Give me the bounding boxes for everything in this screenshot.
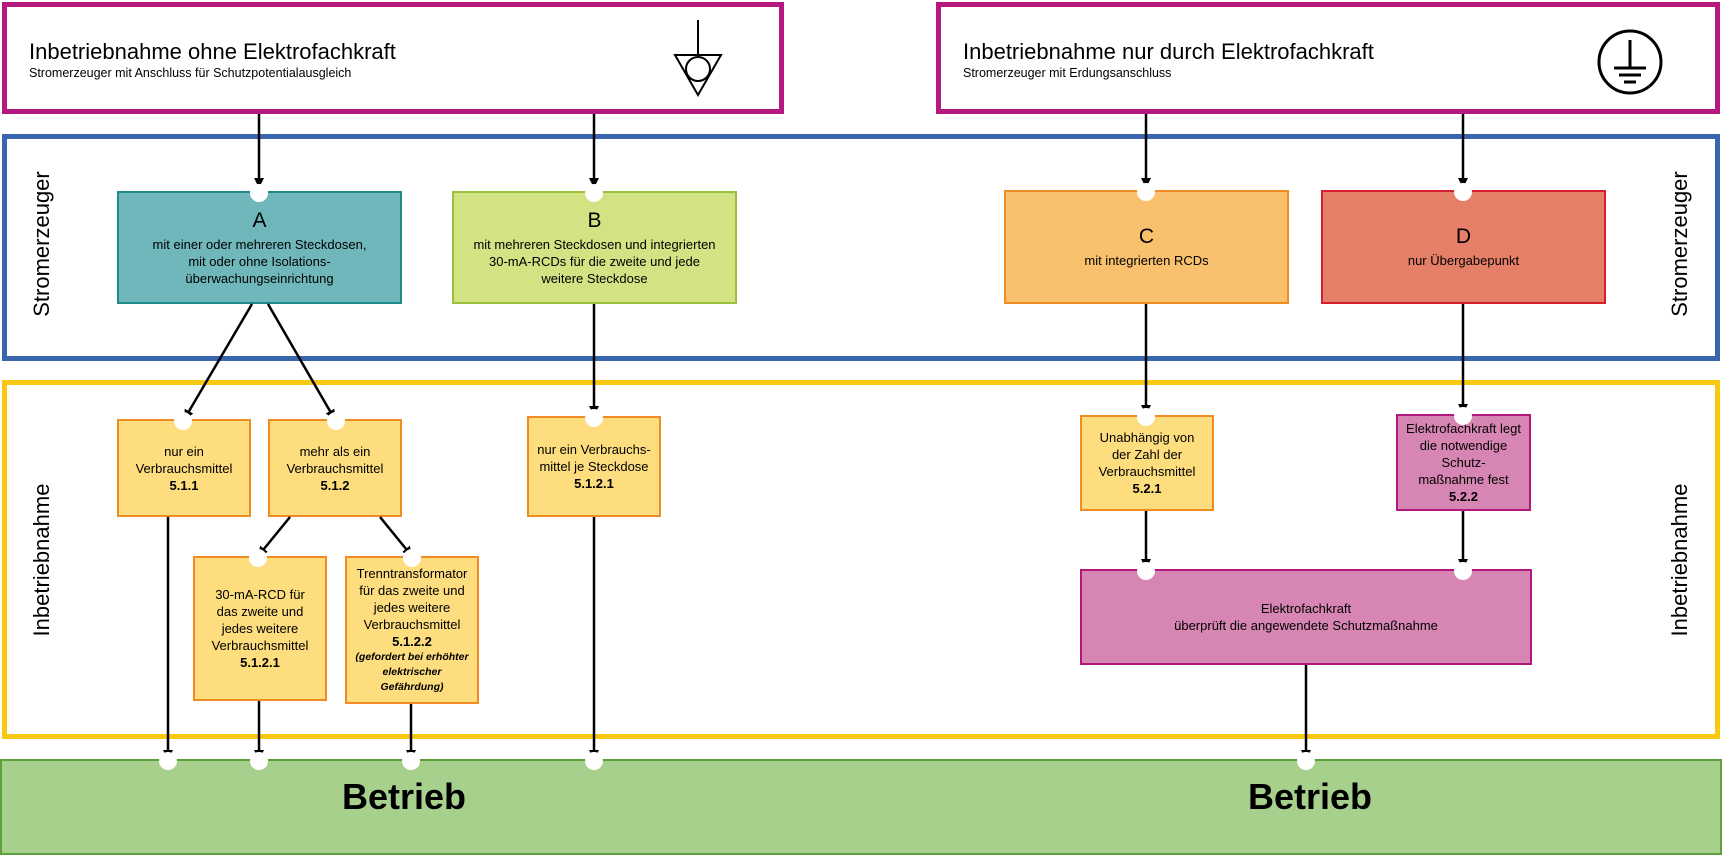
step-5-1-2-number: 5.1.2 xyxy=(320,477,350,493)
type-a-line1: mit einer oder mehreren Steckdosen, xyxy=(152,236,367,252)
arrow-a-to-5-1-2 xyxy=(266,303,336,420)
step-5-1-2-line1: mehr als ein xyxy=(299,443,371,459)
connector-dot xyxy=(1297,752,1315,770)
type-c-letter: C xyxy=(1138,225,1155,248)
transformer-line2: für das zweite und xyxy=(359,583,465,598)
connector-dot xyxy=(250,752,268,770)
type-d-line1: nur Übergabepunkt xyxy=(1407,253,1520,268)
rcd-line2: das zweite und xyxy=(216,604,304,619)
step-5-2-2-line3: maßnahme fest xyxy=(1418,472,1509,487)
type-b-line2: 30-mA-RCDs für die zweite und jede xyxy=(489,253,700,269)
step-5-1-2-1-socket: nur ein Verbrauchs- mittel je Steckdose … xyxy=(527,416,661,517)
step-5-1-2-line2: Verbrauchsmittel xyxy=(286,460,384,476)
transformer-note-line2: elektrischer Gefährdung) xyxy=(380,666,444,693)
connector-dot xyxy=(250,184,268,202)
connector-dot xyxy=(249,549,267,567)
expert-check-line2: überprüft die angewendete Schutzmaßnahme xyxy=(1174,618,1438,633)
connector-dot xyxy=(327,412,345,430)
transformer-line3: jedes weitere xyxy=(373,600,451,615)
protective-earth-icon xyxy=(1597,29,1663,95)
step-5-2-1-line3: Verbrauchsmittel xyxy=(1098,464,1196,479)
step-5-2-2: Elektrofachkraft legt die notwendige Sch… xyxy=(1396,414,1531,511)
step-5-2-2-line2: die notwendige Schutz- xyxy=(1419,438,1508,470)
socket-line1: nur ein Verbrauchs- xyxy=(537,442,651,457)
step-5-2-2-number: 5.2.2 xyxy=(1449,489,1478,504)
arrow-5-1-2-to-rcd xyxy=(257,516,291,557)
connector-dot xyxy=(1137,408,1155,426)
arrow-5-1-2-to-transformer xyxy=(379,516,413,557)
rcd-number: 5.1.2.1 xyxy=(240,655,280,670)
generator-type-d: D nur Übergabepunkt xyxy=(1321,190,1606,304)
socket-number: 5.1.2.1 xyxy=(574,476,614,491)
step-5-1-2-1-rcd: 30-mA-RCD für das zweite und jedes weite… xyxy=(193,556,327,701)
step-5-1-1-number: 5.1.1 xyxy=(169,477,199,493)
generator-type-b: B mit mehreren Steckdosen und integriert… xyxy=(452,191,737,304)
connector-dot xyxy=(174,412,192,430)
step-5-2-2-line1: Elektrofachkraft legt xyxy=(1406,421,1521,436)
step-5-2-1-line1: Unabhängig von xyxy=(1099,430,1195,445)
left-header-title: Inbetriebnahme ohne Elektrofachkraft xyxy=(29,39,396,64)
type-b-letter: B xyxy=(587,208,602,232)
type-a-line2: mit oder ohne Isolations- xyxy=(188,253,331,269)
rcd-line1: 30-mA-RCD für xyxy=(215,587,305,602)
step-5-2-1-line2: der Zahl der xyxy=(1111,447,1183,462)
step-5-1-1: nur ein Verbrauchsmittel 5.1.1 xyxy=(117,419,251,517)
connector-dot xyxy=(585,184,603,202)
connector-dot xyxy=(402,752,420,770)
connector-dot xyxy=(1454,183,1472,201)
left-header: Inbetriebnahme ohne Elektrofachkraft Str… xyxy=(2,2,784,114)
type-b-line3: weitere Steckdose xyxy=(541,270,648,286)
arrow-a-to-5-1-1 xyxy=(183,303,254,420)
connector-dot xyxy=(403,549,421,567)
type-c-line1: mit integrierten RCDs xyxy=(1084,253,1209,268)
type-d-letter: D xyxy=(1455,225,1472,248)
connector-dot xyxy=(1137,183,1155,201)
transformer-line4: Verbrauchsmittel xyxy=(363,617,461,632)
connector-dot xyxy=(159,752,177,770)
step-5-2-1-number: 5.2.1 xyxy=(1132,481,1162,496)
step-5-1-2-2-transformer: Trenntransformator für das zweite und je… xyxy=(345,556,479,704)
operation-band xyxy=(0,759,1722,855)
right-header: Inbetriebnahme nur durch Elektrofachkraf… xyxy=(936,2,1720,114)
step-5-1-1-line1: nur ein xyxy=(164,443,204,459)
expert-check-box: Elektrofachkraft überprüft die angewende… xyxy=(1080,569,1532,665)
connector-dot xyxy=(1137,562,1155,580)
connector-dot xyxy=(585,752,603,770)
transformer-note-line1: (gefordert bei erhöhter xyxy=(355,651,469,663)
connector-dot xyxy=(1454,407,1472,425)
operation-label-right: Betrieb xyxy=(1247,776,1373,817)
expert-check-line1: Elektrofachkraft xyxy=(1260,601,1352,616)
generator-type-c: C mit integrierten RCDs xyxy=(1004,190,1289,304)
type-a-line3: überwachungseinrichtung xyxy=(185,270,334,286)
transformer-number: 5.1.2.2 xyxy=(392,634,432,649)
rcd-line4: Verbrauchsmittel xyxy=(211,638,309,653)
connector-dot xyxy=(1454,562,1472,580)
right-header-title: Inbetriebnahme nur durch Elektrofachkraf… xyxy=(963,39,1374,64)
connector-dot xyxy=(585,409,603,427)
step-5-1-1-line2: Verbrauchsmittel xyxy=(135,460,233,476)
type-a-letter: A xyxy=(252,208,267,232)
generator-type-a: A mit einer oder mehreren Steckdosen, mi… xyxy=(117,191,402,304)
transformer-line1: Trenntransformator xyxy=(356,566,468,581)
socket-line2: mittel je Steckdose xyxy=(539,459,649,474)
equipotential-bonding-icon xyxy=(673,20,723,98)
step-5-2-1: Unabhängig von der Zahl der Verbrauchsmi… xyxy=(1080,415,1214,511)
rcd-line3: jedes weitere xyxy=(221,621,299,636)
left-header-subtitle: Stromerzeuger mit Anschluss für Schutzpo… xyxy=(29,66,352,80)
operation-label-left: Betrieb xyxy=(341,776,467,817)
right-header-subtitle: Stromerzeuger mit Erdungsanschluss xyxy=(963,66,1172,80)
type-b-line1: mit mehreren Steckdosen und integrierten xyxy=(473,236,716,252)
